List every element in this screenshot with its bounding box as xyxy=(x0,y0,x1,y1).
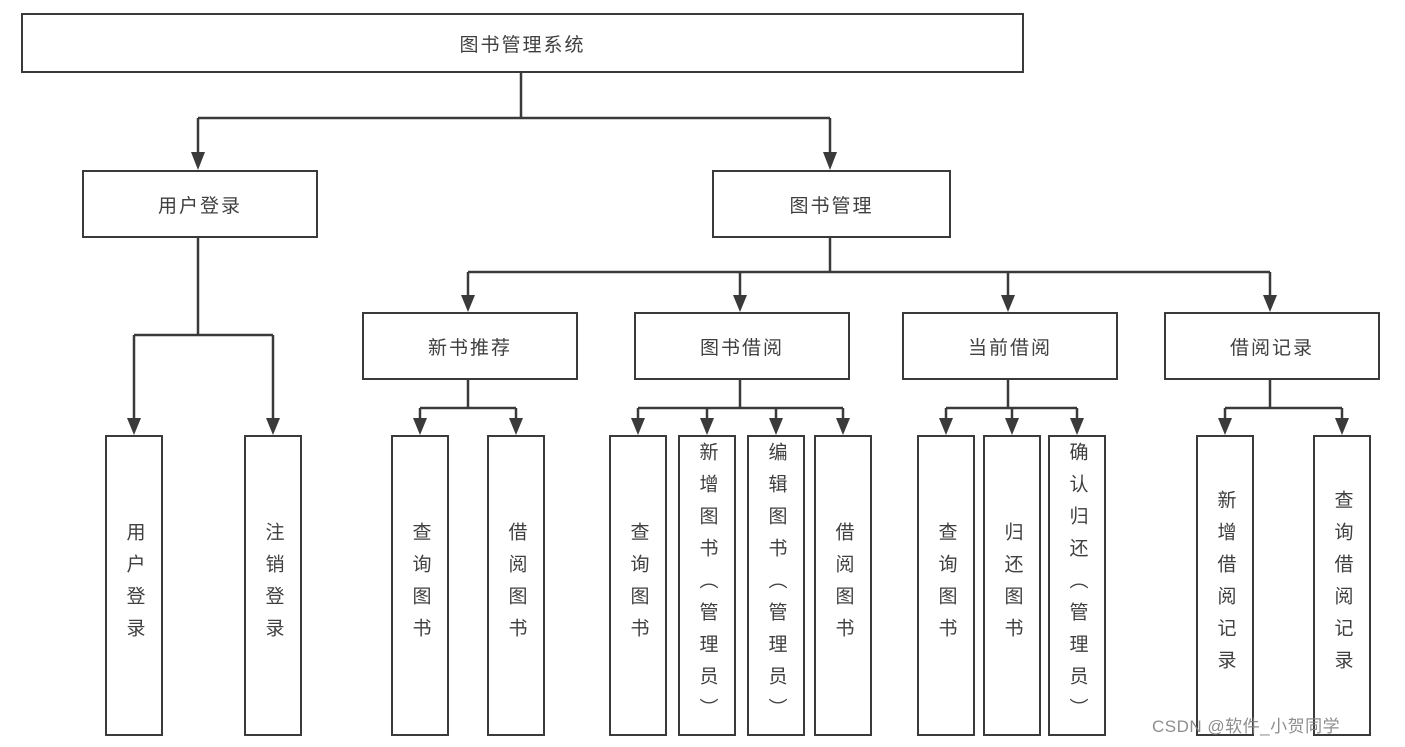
leaf-add-borrow-record-label: 新增借阅记录 xyxy=(1214,489,1236,682)
connector-book-borrowing-children xyxy=(631,377,850,435)
node-borrowing-records: 借阅记录 xyxy=(1164,312,1380,380)
leaf-query-books-recommend-label: 查询图书 xyxy=(409,521,431,650)
leaf-query-books-recommend: 查询图书 xyxy=(391,435,449,736)
node-book-management: 图书管理 xyxy=(712,170,951,238)
node-new-book-recommend: 新书推荐 xyxy=(362,312,578,380)
node-root-system: 图书管理系统 xyxy=(21,13,1024,73)
leaf-add-books-admin-label: 新增图书（管理员） xyxy=(696,441,718,730)
leaf-logout-label: 注销登录 xyxy=(262,521,284,650)
leaf-return-books-label: 归还图书 xyxy=(1001,521,1023,650)
leaf-borrow-books-recommend: 借阅图书 xyxy=(487,435,545,736)
node-root-label: 图书管理系统 xyxy=(459,34,586,56)
leaf-borrow-books: 借阅图书 xyxy=(814,435,872,736)
leaf-return-books: 归还图书 xyxy=(983,435,1041,736)
connector-current-borrowing-children xyxy=(939,377,1084,435)
leaf-borrow-books-label: 借阅图书 xyxy=(832,521,854,650)
node-new-book-recommend-label: 新书推荐 xyxy=(427,337,512,359)
node-user-login-label: 用户登录 xyxy=(157,195,242,217)
node-user-login: 用户登录 xyxy=(82,170,318,238)
connector-root-to-level2 xyxy=(191,69,837,170)
leaf-user-login: 用户登录 xyxy=(105,435,163,736)
leaf-confirm-return-admin-label: 确认归还（管理员） xyxy=(1066,441,1088,730)
leaf-query-borrow-record-label: 查询借阅记录 xyxy=(1331,489,1353,682)
node-book-borrowing-label: 图书借阅 xyxy=(699,337,784,359)
leaf-query-books-borrowing-label: 查询图书 xyxy=(627,521,649,650)
leaf-logout: 注销登录 xyxy=(244,435,302,736)
connector-book-management-children xyxy=(461,234,1277,312)
leaf-borrow-books-recommend-label: 借阅图书 xyxy=(505,521,527,650)
leaf-query-books-current: 查询图书 xyxy=(917,435,975,736)
leaf-query-borrow-record: 查询借阅记录 xyxy=(1313,435,1371,736)
node-borrowing-records-label: 借阅记录 xyxy=(1229,337,1314,359)
csdn-watermark: CSDN @软件_小贺同学 xyxy=(1152,717,1341,736)
leaf-add-borrow-record: 新增借阅记录 xyxy=(1196,435,1254,736)
connector-new-book-recommend-children xyxy=(413,377,523,435)
leaf-confirm-return-admin: 确认归还（管理员） xyxy=(1048,435,1106,736)
node-book-borrowing: 图书借阅 xyxy=(634,312,850,380)
leaf-query-books-borrowing: 查询图书 xyxy=(609,435,667,736)
leaf-query-books-current-label: 查询图书 xyxy=(935,521,957,650)
node-book-management-label: 图书管理 xyxy=(789,195,874,217)
connector-borrowing-records-children xyxy=(1218,377,1349,435)
leaf-edit-books-admin: 编辑图书（管理员） xyxy=(747,435,805,736)
connector-user-login-children xyxy=(127,234,280,435)
node-current-borrowing-label: 当前借阅 xyxy=(967,337,1052,359)
leaf-add-books-admin: 新增图书（管理员） xyxy=(678,435,736,736)
leaf-edit-books-admin-label: 编辑图书（管理员） xyxy=(765,441,787,730)
leaf-user-login-label: 用户登录 xyxy=(123,521,145,650)
node-current-borrowing: 当前借阅 xyxy=(902,312,1118,380)
